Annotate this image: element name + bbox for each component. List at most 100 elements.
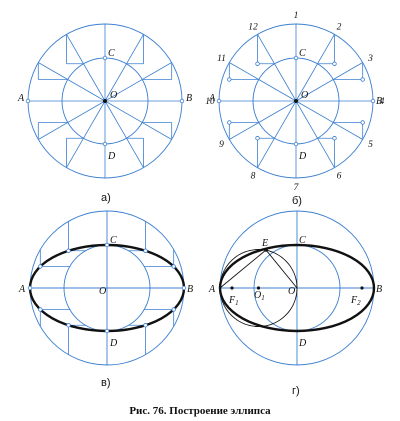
- panel-a-label-b: B: [186, 93, 192, 104]
- panel-g-point-o1: [256, 286, 261, 290]
- panel-v-projection-lines: [39, 221, 175, 355]
- panel-v-ellipse-point-9: [38, 307, 43, 312]
- panel-b-ray-2: [295, 34, 335, 102]
- panel-a-rays: [28, 24, 182, 178]
- panel-a-ray-6: [104, 100, 144, 168]
- panel-v-ellipse-point-10: [27, 285, 33, 291]
- panel-g-sublabel: г): [292, 385, 300, 397]
- panel-b-label-b: B: [376, 96, 382, 107]
- panel-a-label-a: A: [17, 93, 25, 104]
- panel-g-point-e: [264, 248, 268, 252]
- panel-b-point-2: [332, 61, 337, 66]
- panel-b-point-a: [216, 98, 222, 104]
- panel-b-point-8: [255, 136, 260, 141]
- panel-b-point-6: [332, 136, 337, 141]
- panel-b-number-4: 4: [380, 97, 385, 107]
- panel-b-label-a: A: [208, 93, 216, 104]
- panel-g-label-d: D: [298, 338, 307, 349]
- panel-v-ellipse-point-11: [38, 264, 43, 269]
- panel-b-label-c: C: [299, 48, 306, 59]
- panel-a-projection-lines: [37, 34, 173, 168]
- panel-v-ellipse-points: [27, 242, 187, 334]
- panel-a-point-a: [25, 98, 31, 104]
- panel-b-ray-11: [229, 62, 297, 102]
- panel-v-ellipse-point-2: [143, 248, 148, 253]
- panel-b-sublabel: б): [292, 195, 302, 207]
- panel-b-ray-12: [257, 34, 297, 102]
- panel-g: A B C D O E O1 F1 F2 г): [208, 210, 382, 397]
- panel-a-ray-5: [104, 100, 172, 140]
- panel-b-projection-lines: [227, 34, 365, 168]
- panel-a-ray-12: [66, 34, 106, 102]
- panel-b-point-c: [293, 55, 299, 61]
- panel-v-label-c: C: [110, 235, 117, 246]
- panel-b-point-5: [360, 120, 365, 125]
- panel-b-label-d: D: [298, 151, 307, 162]
- panel-a-ray-8: [66, 100, 106, 168]
- panel-a-sublabel: а): [101, 192, 111, 204]
- panel-g-label-f2: F2: [350, 295, 361, 307]
- panel-b-number-2: 2: [337, 23, 342, 33]
- panel-g-label-b: B: [376, 284, 382, 295]
- panel-b-number-7: 7: [294, 183, 300, 193]
- panel-g-label-c: C: [299, 235, 306, 246]
- panel-b-number-9: 9: [219, 140, 224, 150]
- panel-a-ray-11: [38, 62, 106, 102]
- panel-v-ellipse-point-8: [66, 323, 71, 328]
- panel-b-number-6: 6: [337, 171, 342, 181]
- panel-b-ray-8: [257, 100, 297, 168]
- panel-g-label-o: O: [288, 286, 295, 297]
- panel-b-point-12: [255, 61, 260, 66]
- panel-v-ellipse-point-3: [171, 264, 176, 269]
- panel-v-sublabel: в): [101, 377, 111, 389]
- panel-b-number-10: 10: [205, 97, 215, 107]
- panel-v-ellipse-point-6: [143, 323, 148, 328]
- panel-g-point-f2: [360, 286, 364, 290]
- panel-v-label-o: O: [99, 286, 106, 297]
- panel-a-center-point: [103, 99, 107, 103]
- panel-v: A B C D O в): [18, 210, 193, 389]
- panel-b-point-9: [227, 120, 232, 125]
- panel-g-label-f1: F1: [228, 295, 239, 307]
- panel-v-ellipse-point-1: [104, 242, 110, 248]
- panel-b-number-1: 1: [294, 11, 299, 21]
- figure-caption: Рис. 76. Построение эллипса: [129, 405, 271, 417]
- panel-g-line-ae: [219, 249, 267, 289]
- panel-a-label-o: O: [110, 90, 117, 101]
- panel-b-point-11: [227, 77, 232, 82]
- panel-a-ray-9: [38, 100, 106, 140]
- panel-g-point-f1: [230, 286, 234, 290]
- panel-v-ellipse-point-7: [104, 328, 110, 334]
- panel-b-point-d: [293, 141, 299, 147]
- panel-v-ellipse-point-12: [66, 248, 71, 253]
- panel-a-ray-3: [104, 62, 172, 102]
- panel-v-label-a: A: [18, 284, 26, 295]
- panel-a-point-d: [102, 141, 108, 147]
- panel-a: A B C D O а): [17, 23, 192, 204]
- panel-b-label-o: O: [301, 90, 308, 101]
- panel-a-point-c: [102, 55, 108, 61]
- panel-b-ray-5: [295, 100, 363, 140]
- panel-b-number-11: 11: [217, 54, 226, 64]
- panel-g-label-a: A: [208, 284, 216, 295]
- panel-v-ellipse-point-5: [171, 307, 176, 312]
- panel-a-label-d: D: [107, 151, 116, 162]
- panel-b-center-point: [294, 99, 298, 103]
- panel-b-point-b: [370, 98, 376, 104]
- panel-b-number-5: 5: [368, 140, 373, 150]
- panel-b-point-3: [360, 77, 365, 82]
- panel-a-label-c: C: [108, 48, 115, 59]
- panel-g-line-eo: [265, 249, 298, 289]
- panel-g-label-o1: O1: [254, 290, 265, 302]
- panel-b-number-12: 12: [248, 23, 258, 33]
- panel-b-number-3: 3: [367, 54, 373, 64]
- panel-b-number-8: 8: [251, 171, 256, 181]
- panel-a-ray-2: [104, 34, 144, 102]
- panel-v-ellipse-point-4: [181, 285, 187, 291]
- panel-b-rays: [219, 24, 373, 178]
- panel-v-label-d: D: [109, 338, 118, 349]
- panel-b-ray-3: [295, 62, 363, 102]
